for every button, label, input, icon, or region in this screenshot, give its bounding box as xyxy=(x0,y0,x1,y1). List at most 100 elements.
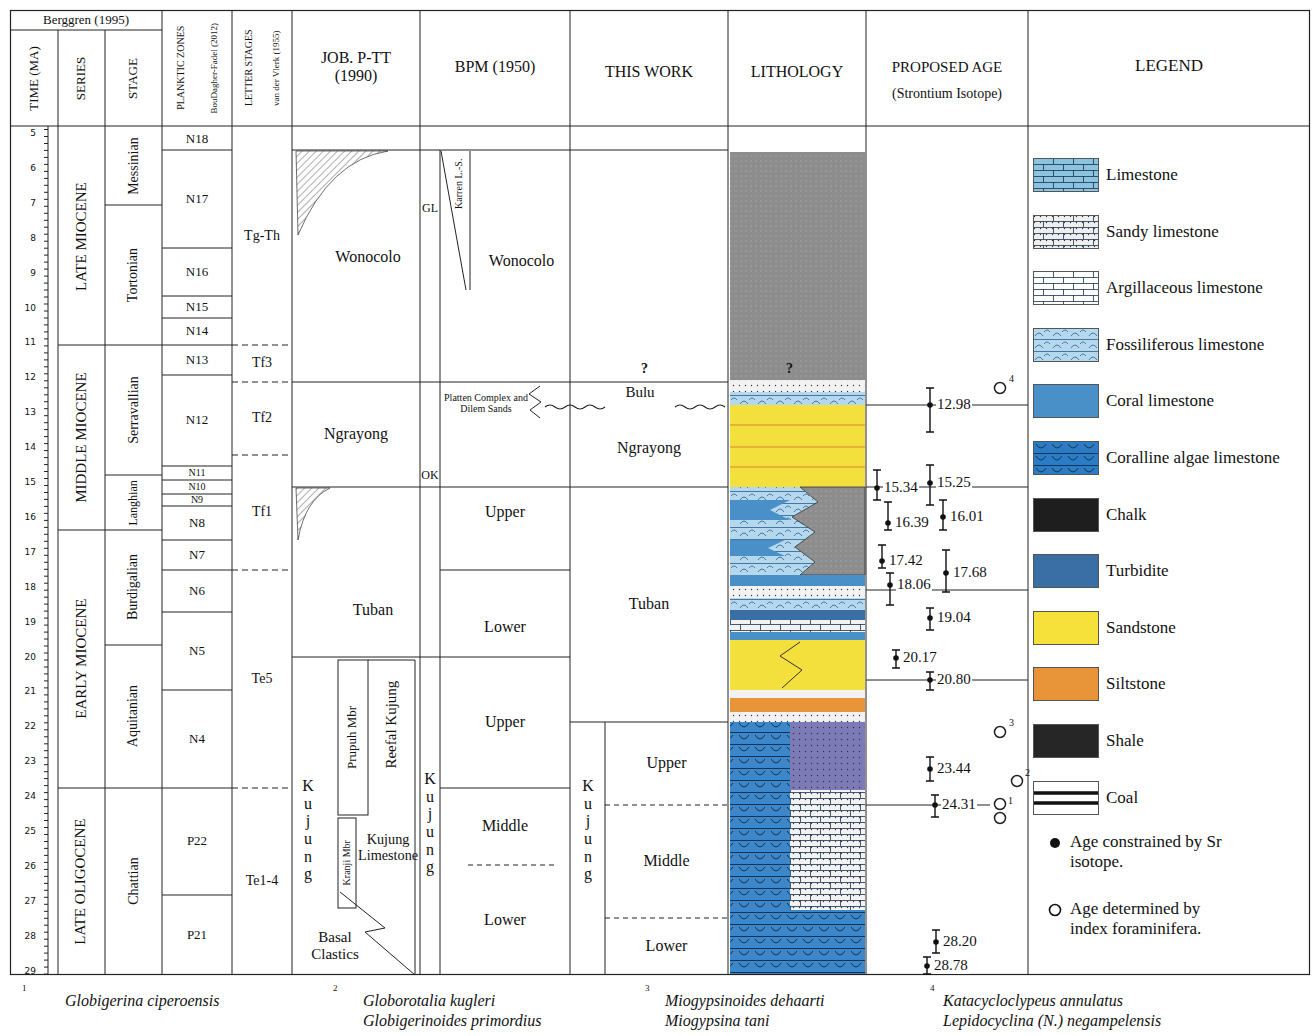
species-name: Globorotalia kugleri xyxy=(363,992,495,1010)
text-slot: Upper xyxy=(607,724,726,803)
unit-box: N7 xyxy=(162,540,232,570)
legend-swatch xyxy=(1033,611,1099,645)
sr-age-dot xyxy=(874,485,880,491)
rotated-label: BouDagher-Fadel (2012) xyxy=(209,23,219,114)
turbidite-band xyxy=(730,610,865,620)
time-tick-label: 20 xyxy=(12,651,36,663)
sr-dot-symbol xyxy=(1050,838,1060,848)
text-slot: BPM (1950) xyxy=(450,42,540,92)
fossil-limestone-fill xyxy=(730,487,865,575)
text-slot: Basal Clastics xyxy=(301,919,369,973)
rotated-label: Aquitanian xyxy=(125,685,141,747)
unit-label: N17 xyxy=(164,192,230,207)
chalk-tongue xyxy=(792,487,865,575)
text-slot: EARLY MIOCENE xyxy=(60,532,103,786)
time-tick-label: 10 xyxy=(12,302,36,314)
sandy-limestone-fill xyxy=(790,790,865,910)
sandy-texture xyxy=(790,790,865,910)
unit-label: Upper xyxy=(442,713,568,731)
sr-age-dot xyxy=(887,582,893,588)
unit-label: GL xyxy=(420,202,440,216)
error-bar xyxy=(886,573,894,605)
coral-limestone-band xyxy=(730,575,865,586)
unit-label: Bulu xyxy=(608,384,672,401)
unit-label: Tuban xyxy=(572,595,726,613)
unit-box: Tuban xyxy=(292,487,420,657)
unit-box: SERIES xyxy=(58,30,105,126)
rotated-label: LATE MIOCENE xyxy=(73,182,90,291)
unit-box: THIS WORK xyxy=(570,10,728,126)
text-slot: Middle xyxy=(607,807,726,916)
legend-swatch xyxy=(1033,158,1099,192)
time-ruler xyxy=(44,126,48,975)
unit-box: Lower xyxy=(440,865,570,975)
unit-box: Chattian xyxy=(105,788,162,975)
error-bar xyxy=(892,650,900,668)
error-bar xyxy=(923,957,931,974)
unit-box: Berggren (1995) xyxy=(10,10,162,30)
stage-dashes xyxy=(232,345,292,788)
text-slot: Langhian xyxy=(107,477,160,528)
unit-box: Te5 xyxy=(232,570,292,788)
time-tick-label: 23 xyxy=(12,755,36,767)
unit-box: STAGE xyxy=(105,30,162,126)
argillaceous-fill xyxy=(790,722,865,790)
interfinger-line xyxy=(780,642,802,688)
unit-box: LATE MIOCENE xyxy=(58,128,105,345)
unit-label: Berggren (1995) xyxy=(11,13,161,28)
text-slot: Berggren (1995) xyxy=(11,11,161,29)
text-slot: P21 xyxy=(164,897,230,973)
unit-box: Te1-4 xyxy=(232,788,292,975)
error-bar xyxy=(926,388,934,432)
sandstone-lines xyxy=(730,425,865,467)
error-bar xyxy=(942,550,950,592)
error-bar xyxy=(884,502,892,530)
sandstone-fill xyxy=(730,640,865,690)
unit-label: Lower xyxy=(442,618,568,636)
unit-box: Wonocolo xyxy=(292,150,420,382)
age-value: 28.78 xyxy=(933,957,969,974)
legend-swatch xyxy=(1033,384,1099,418)
karren-wedge xyxy=(441,151,470,290)
text-slot: N9 xyxy=(162,494,232,506)
unit-label: N10 xyxy=(162,482,232,492)
swatch-texture xyxy=(1033,328,1099,362)
text-slot: Prupuh Mbr xyxy=(340,662,366,813)
unit-box: LATE OLIGOCENE xyxy=(58,788,105,975)
text-slot: P22 xyxy=(164,790,230,893)
legend-marker xyxy=(1047,902,1063,918)
unit-label: N6 xyxy=(164,584,230,599)
error-bar xyxy=(931,795,939,817)
legend-text: Turbidite xyxy=(1106,544,1306,598)
swatch-texture xyxy=(1033,215,1099,249)
text-slot: Serravallian xyxy=(107,347,160,473)
unit-label: JOB. P-TT (1990) xyxy=(305,49,407,86)
unit-label: Lower xyxy=(442,911,568,929)
fossil-texture xyxy=(730,392,865,405)
coal-seam xyxy=(1033,793,1099,803)
legend-text: Limestone xyxy=(1106,148,1306,202)
time-tick-label: 27 xyxy=(12,895,36,907)
zone-lines xyxy=(162,150,232,895)
swatch-texture xyxy=(1033,498,1099,532)
text-slot: LEGEND xyxy=(1030,52,1308,80)
sr-age-dot xyxy=(927,766,933,772)
age-value: 15.25 xyxy=(936,474,972,491)
unit-box: Ngrayong xyxy=(292,382,420,487)
text-slot: MIDDLE MIOCENE xyxy=(60,347,103,528)
text-slot: Tf3 xyxy=(234,347,290,380)
unit-label: Ngrayong xyxy=(572,439,726,457)
argillaceous-texture xyxy=(790,722,865,790)
text-slot: SERIES xyxy=(60,32,103,124)
legend-text: Fossiliferous limestone xyxy=(1106,318,1306,372)
text-slot: LATE MIOCENE xyxy=(60,130,103,343)
legend-swatch xyxy=(1033,441,1099,475)
text-slot: N11 xyxy=(162,466,232,480)
unit-box: Kranji Mbr xyxy=(338,818,356,908)
text-slot: Ngrayong xyxy=(294,384,418,485)
age-value: 19.04 xyxy=(936,609,972,626)
unit-box: Upper xyxy=(605,722,728,805)
age-lines xyxy=(866,405,1028,805)
unit-box: Bulu xyxy=(608,384,672,402)
sr-age-dot xyxy=(924,963,930,969)
